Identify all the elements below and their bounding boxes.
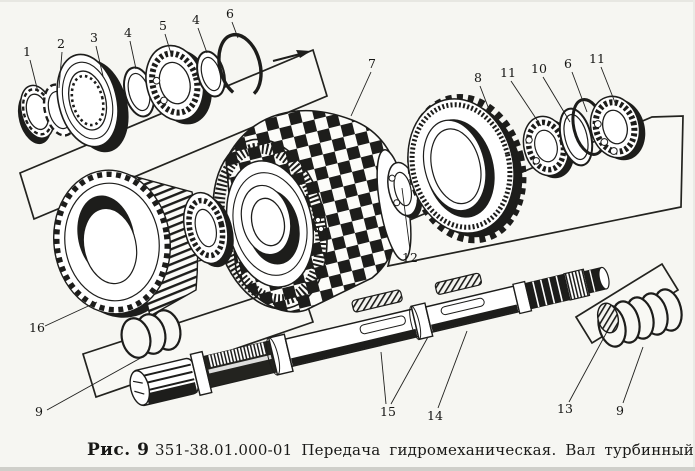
- callout-5: 5: [159, 18, 167, 33]
- leader-line-13: [568, 327, 610, 403]
- hub-roller-bearing: [183, 191, 234, 268]
- part-9-spring-right: [596, 288, 683, 348]
- leader-line-1: [29, 59, 39, 93]
- callout-3: 3: [90, 30, 98, 45]
- callout-11: 11: [589, 51, 605, 66]
- part-8-ring-gear: [407, 94, 527, 244]
- scan-edge-bottom: [0, 467, 695, 471]
- callout-4: 4: [124, 25, 132, 40]
- leader-line-10: [542, 76, 571, 123]
- leader-line-11: [600, 66, 617, 106]
- scan-edge-right: [693, 0, 695, 471]
- callout-13: 13: [557, 401, 573, 416]
- figure-number-label: Рис. 9: [87, 440, 150, 460]
- leader-line-5: [164, 33, 173, 58]
- callout-8: 8: [474, 70, 482, 85]
- scan-edge-top: [0, 0, 695, 2]
- leader-line-2: [58, 51, 63, 89]
- leader-line-11: [510, 80, 542, 127]
- part-7-clutch-drum: [212, 109, 412, 313]
- callout-15: 15: [380, 404, 396, 419]
- callout-9: 9: [35, 404, 43, 419]
- leader-line-7: [350, 71, 372, 117]
- leader-line-14: [437, 330, 468, 409]
- part-5-bearing: [145, 44, 212, 125]
- part-15-key-b: [434, 272, 483, 295]
- part-15-key-a: [351, 289, 403, 313]
- callout-14: 14: [427, 408, 443, 423]
- figure-title: 351-38.01.000-01 Передача гидромеханичес…: [155, 441, 694, 459]
- part-13-spring-seat: [596, 302, 620, 334]
- leader-line-15: [390, 336, 429, 405]
- leader-line-8: [479, 85, 491, 113]
- callout-9: 9: [616, 403, 624, 418]
- callout-10: 10: [531, 61, 547, 76]
- callout-4: 4: [192, 12, 200, 27]
- leader-line-16: [44, 301, 98, 327]
- leader-line-6: [571, 71, 588, 113]
- figure-caption: Рис. 9 351-38.01.000-01 Передача гидроме…: [0, 433, 695, 467]
- figure-name: Передача гидромеханическая. Вал турбинны…: [301, 441, 694, 459]
- callout-12: 12: [402, 250, 418, 265]
- callout-6: 6: [226, 6, 234, 21]
- callout-7: 7: [368, 56, 376, 71]
- leader-line-4: [129, 40, 137, 70]
- leader-line-3: [95, 45, 104, 77]
- part-turbine-shaft: [129, 266, 610, 407]
- leader-line-9: [46, 354, 147, 411]
- leader-line-6: [231, 21, 239, 39]
- part-9-spring-left: [120, 309, 182, 359]
- direction-arrow-icon: [272, 50, 311, 62]
- figure-code: 351-38.01.000-01: [155, 441, 293, 459]
- leader-line-4: [197, 27, 208, 54]
- callout-1: 1: [23, 44, 31, 59]
- leader-line-9: [622, 346, 644, 404]
- leader-line-12: [401, 187, 411, 251]
- callout-6: 6: [564, 56, 572, 71]
- leader-line-15: [380, 351, 387, 405]
- callout-11: 11: [500, 65, 516, 80]
- part-11-bearing-b: [589, 95, 646, 161]
- part-6-snap-ring-upper: [217, 32, 263, 100]
- part-3-splined-hub: [56, 53, 129, 153]
- callout-16: 16: [29, 320, 45, 335]
- callout-2: 2: [57, 36, 65, 51]
- part-16-turbine-gear: [52, 169, 199, 318]
